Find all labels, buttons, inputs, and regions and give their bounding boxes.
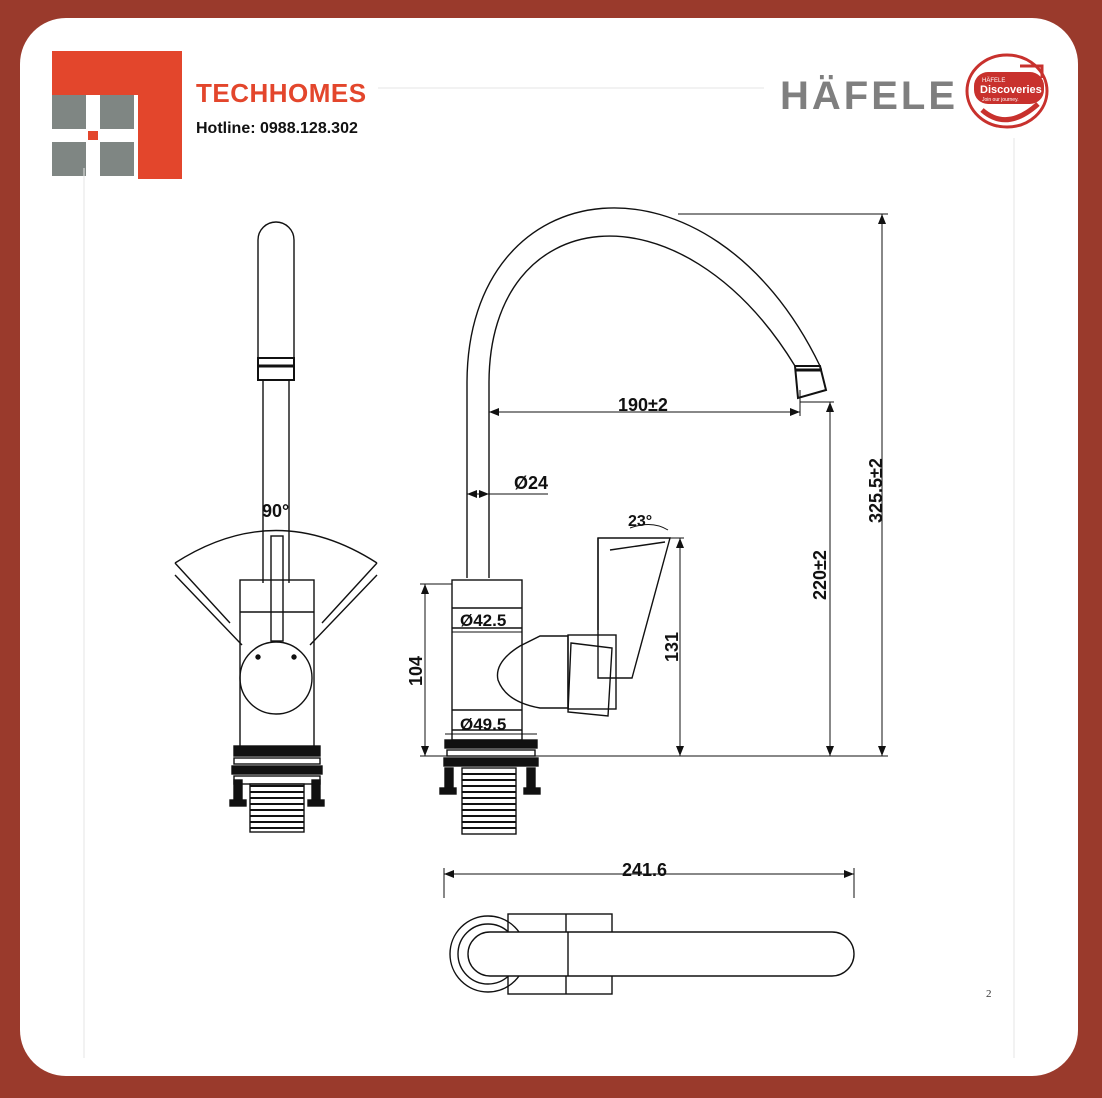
discoveries-badge: HÄFELE Discoveries Join our journey. [965,53,1049,129]
dim-handle-height: 131 [662,632,682,662]
front-view [174,221,378,833]
product-sheet: TECHHOMES Hotline: 0988.128.302 HÄFELE H… [20,18,1078,1076]
dim-swing-angle: 90° [262,501,289,521]
hafele-logo-text: HÄFELE [780,74,958,118]
dim-handle-angle: 23° [628,513,652,530]
page-number: 2 [986,988,992,1000]
dim-total-height: 325.5±2 [866,458,886,523]
badge-tagline-text: Join our journey. [982,97,1019,103]
dimension-arrows [421,214,886,878]
dim-base-diameter: Ø49.5 [460,715,506,734]
dim-spout-height: 220±2 [810,550,830,600]
dim-body-diameter: Ø42.5 [460,611,506,630]
dim-body-height: 104 [406,656,426,686]
hotline-text: Hotline: 0988.128.302 [196,120,358,137]
dim-top-length: 241.6 [622,860,667,880]
dimension-lines [420,213,888,898]
dim-spout-reach: 190±2 [618,395,668,415]
dim-spout-diameter: Ø24 [514,473,548,493]
techhomes-logo [52,51,182,179]
faucet-technical-drawing: 90° 190±2 Ø24 23° Ø42.5 Ø49.5 241.6 325.… [83,87,1015,1058]
top-view [449,913,855,995]
side-view [439,207,828,835]
brand-name: TECHHOMES [196,78,367,108]
badge-small-text: HÄFELE [982,77,1005,84]
badge-title-text: Discoveries [980,84,1042,96]
